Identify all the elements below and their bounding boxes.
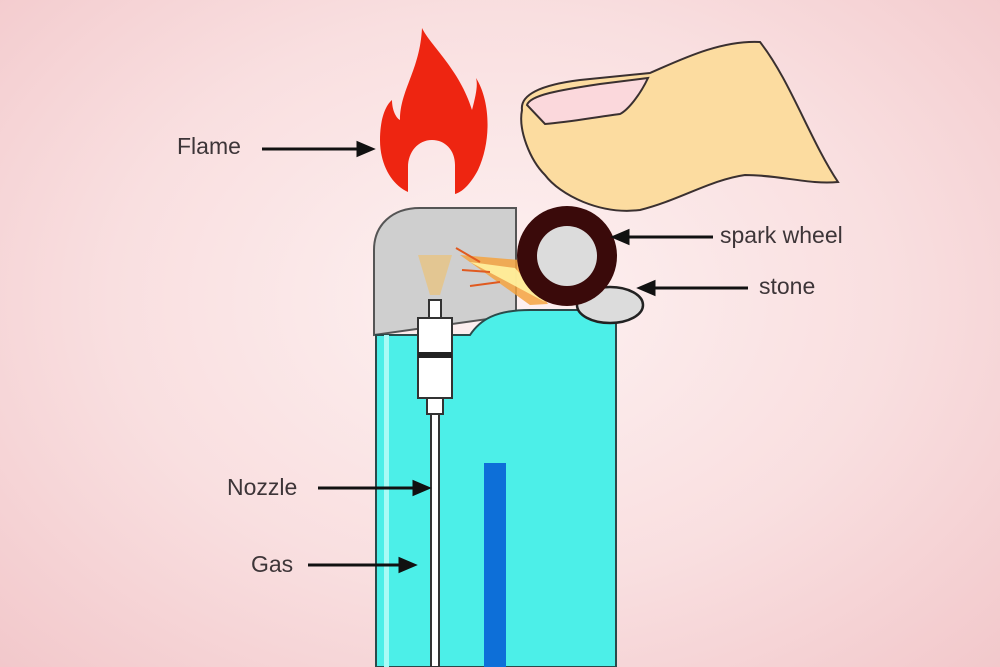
flame-icon bbox=[380, 28, 488, 194]
stone-label: stone bbox=[759, 273, 816, 299]
spark-icon bbox=[455, 247, 548, 305]
gas-label: Gas bbox=[251, 551, 294, 577]
fuel-tube bbox=[484, 463, 506, 667]
nozzle-label: Nozzle bbox=[227, 474, 298, 500]
flame-label: Flame bbox=[177, 133, 241, 159]
gas-glow bbox=[418, 255, 452, 295]
arrows bbox=[262, 140, 748, 574]
spark-wheel-label: spark wheel bbox=[720, 222, 843, 248]
nozzle-assembly bbox=[417, 299, 453, 667]
finger-icon bbox=[520, 40, 840, 212]
spark-wheel-icon bbox=[517, 206, 617, 306]
